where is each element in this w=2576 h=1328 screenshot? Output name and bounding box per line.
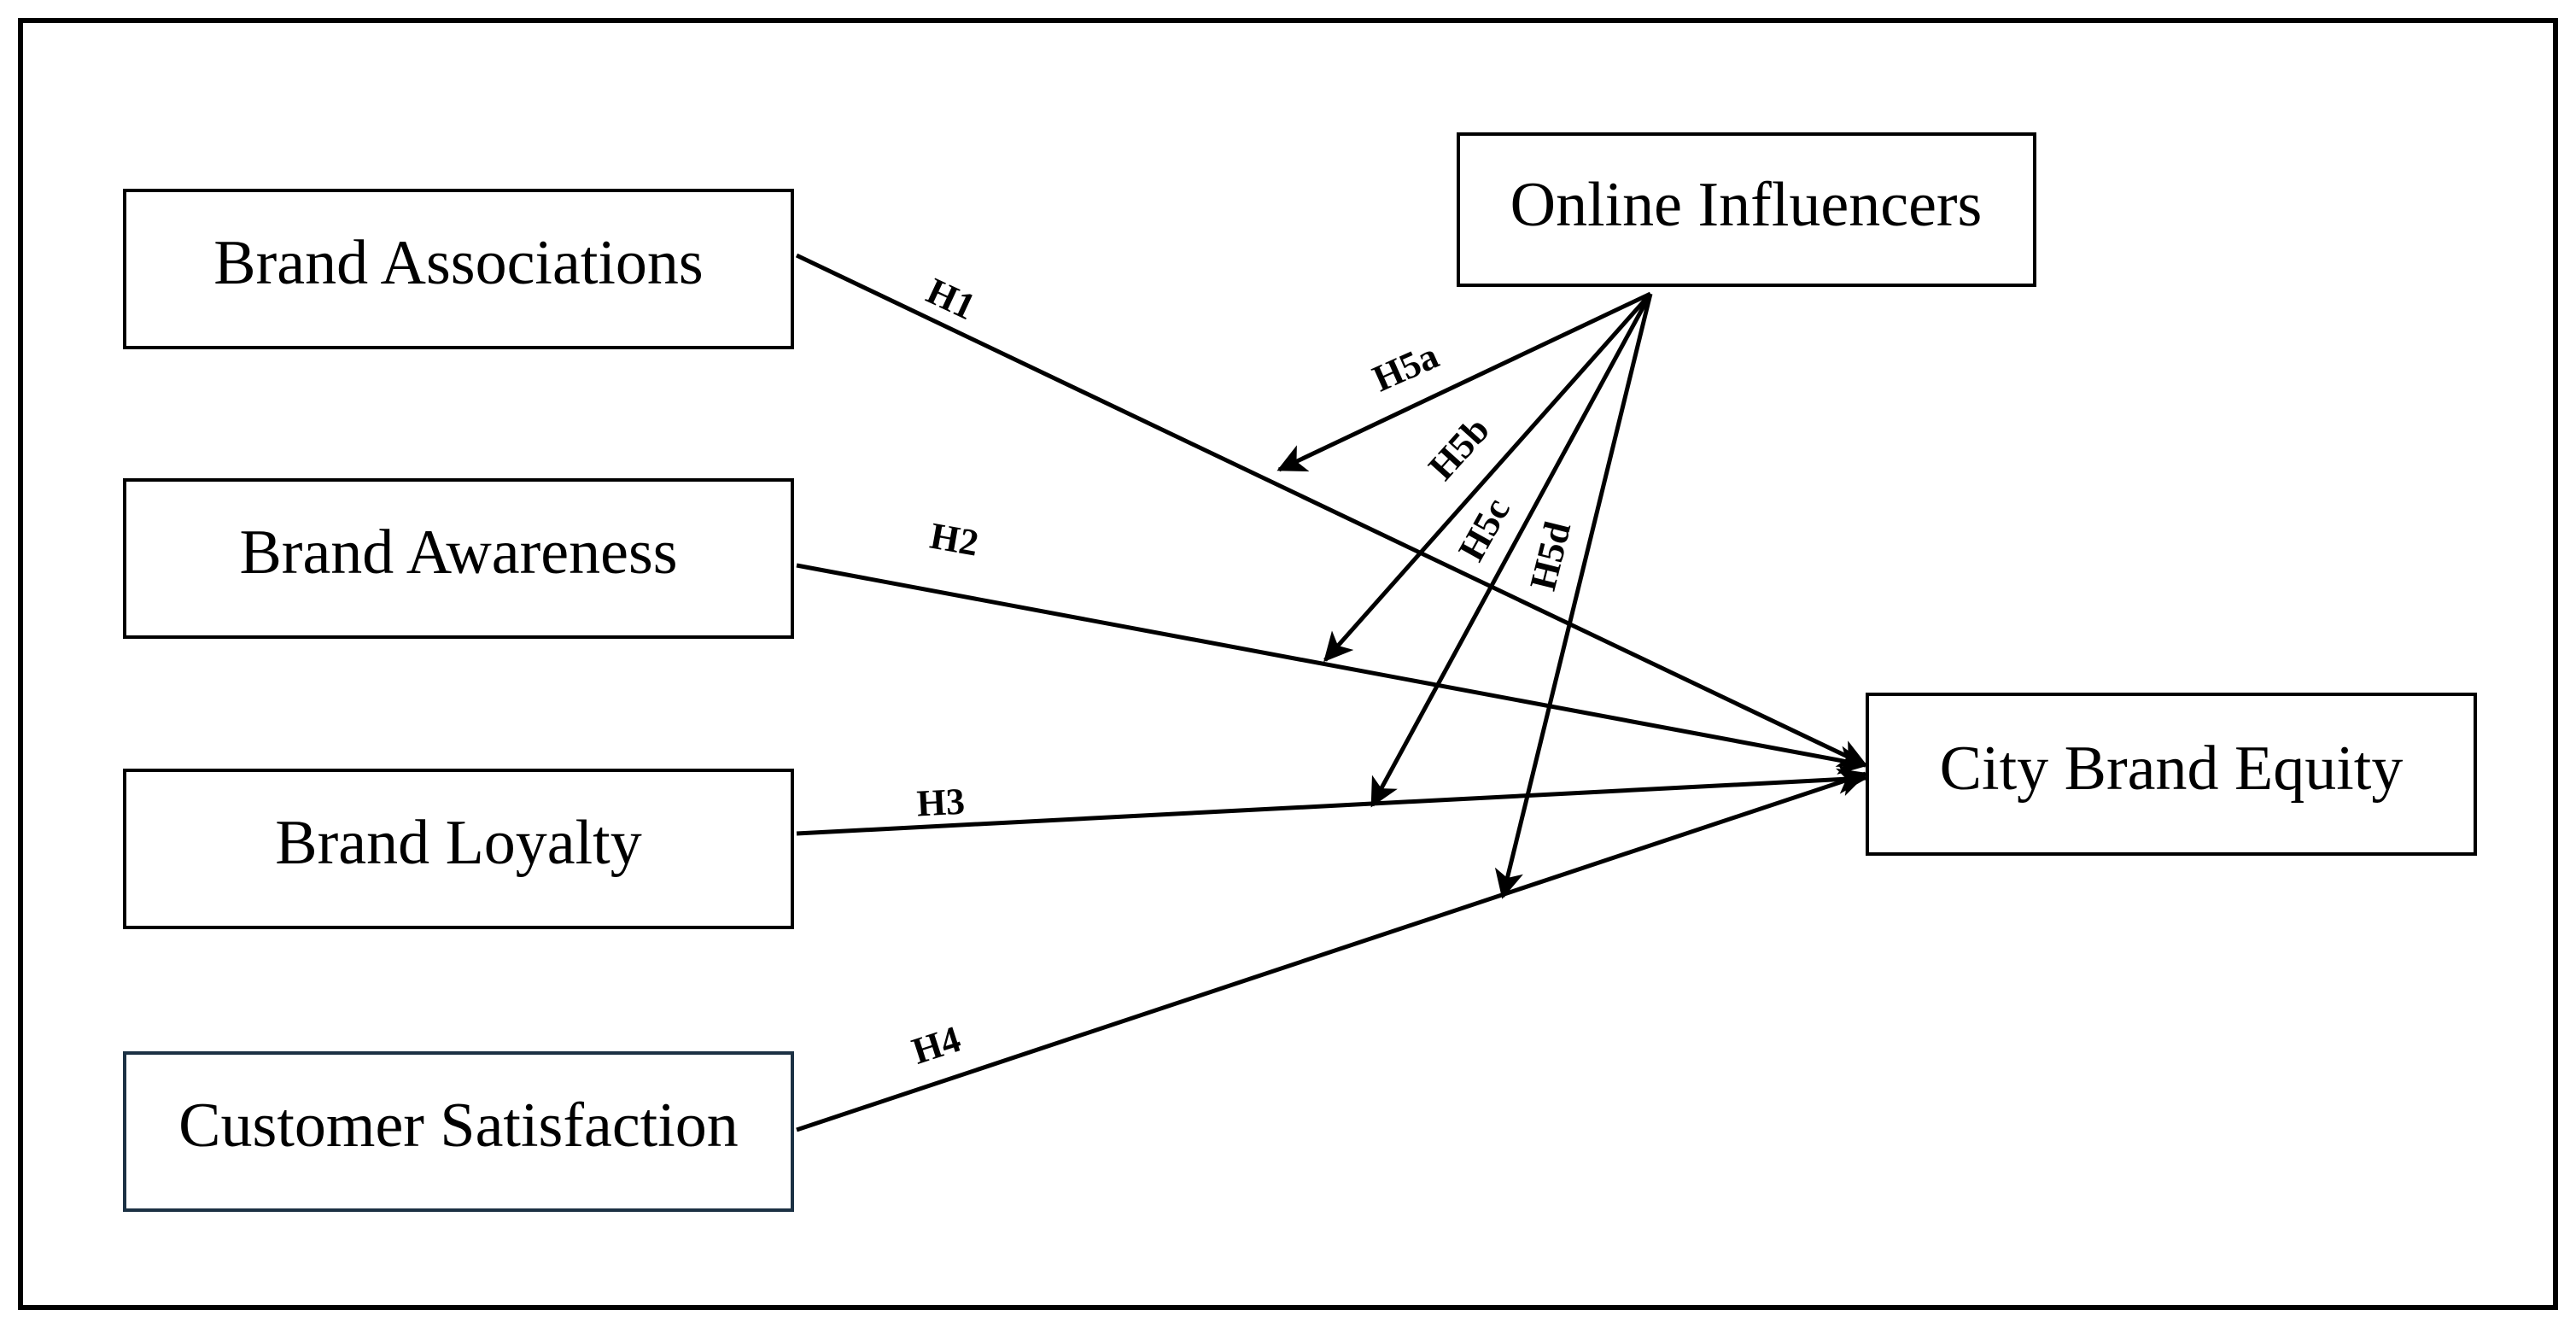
arrow-h4 xyxy=(796,768,1868,1132)
node-customer-satisfaction: Customer Satisfaction xyxy=(123,1051,794,1212)
node-brand-loyalty: Brand Loyalty xyxy=(123,769,794,929)
arrow-h5a xyxy=(1276,291,1652,472)
node-brand-awareness-label: Brand Awareness xyxy=(239,518,677,588)
node-brand-associations-label: Brand Associations xyxy=(213,228,703,298)
node-brand-associations: Brand Associations xyxy=(123,189,794,349)
node-online-influencers-label: Online Influencers xyxy=(1510,170,1983,240)
label-h4: H4 xyxy=(907,1018,966,1073)
arrow-h1 xyxy=(795,253,1868,768)
label-h3: H3 xyxy=(915,781,966,825)
arrow-h5b xyxy=(1323,292,1652,663)
node-city-brand-equity-label: City Brand Equity xyxy=(1940,734,2404,804)
node-customer-satisfaction-label: Customer Satisfaction xyxy=(178,1091,739,1161)
arrow-h3 xyxy=(796,764,1868,836)
hypothesis-labels: H1 H2 H3 H4 H5a H5b H5c H5d xyxy=(907,270,1579,1073)
node-brand-awareness: Brand Awareness xyxy=(123,478,794,639)
node-brand-loyalty-label: Brand Loyalty xyxy=(275,808,642,878)
outer-frame xyxy=(18,18,2558,1310)
label-h5a: H5a xyxy=(1367,335,1445,401)
arrow-h2 xyxy=(796,563,1868,775)
node-online-influencers: Online Influencers xyxy=(1457,132,2036,287)
label-h2: H2 xyxy=(927,515,982,565)
arrow-h5c xyxy=(1370,292,1653,808)
arrows xyxy=(795,253,1868,1132)
arrow-h5d xyxy=(1494,293,1653,899)
node-city-brand-equity: City Brand Equity xyxy=(1866,693,2477,856)
label-h5d: H5d xyxy=(1522,518,1579,594)
